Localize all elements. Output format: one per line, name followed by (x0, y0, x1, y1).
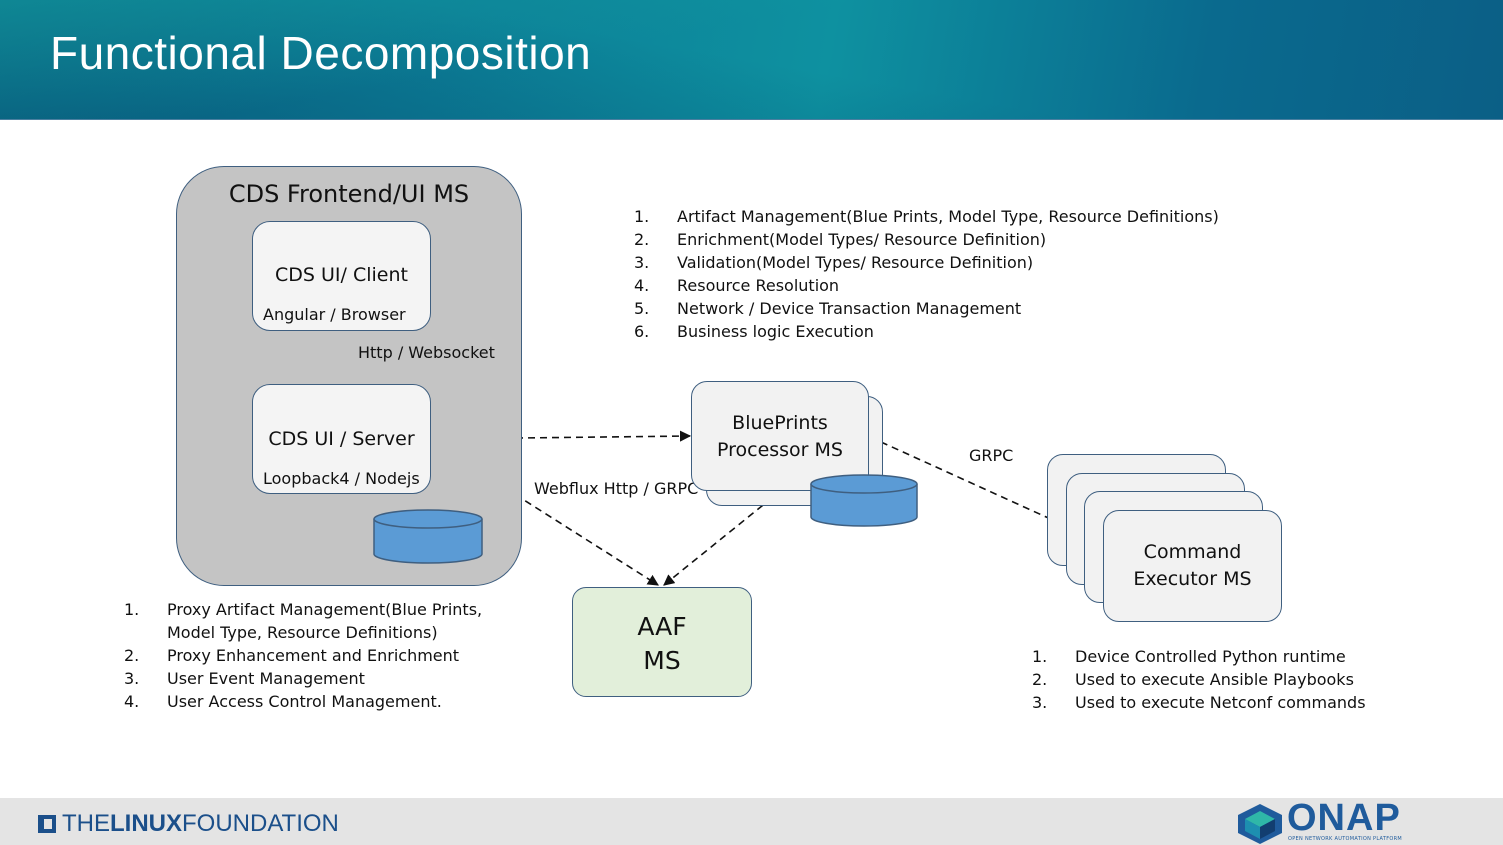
cds-ui-server-box: CDS UI / Server Loopback4 / Nodejs (252, 384, 431, 494)
cds-ui-client-box: CDS UI/ Client Angular / Browser (252, 221, 431, 331)
client-name: CDS UI/ Client (275, 264, 408, 286)
label-webflux-grpc: Webflux Http / GRPC (534, 479, 699, 498)
header-divider (0, 119, 1503, 120)
list-item: 3.Validation(Model Types/ Resource Defin… (634, 253, 1034, 272)
list-item: 4.User Access Control Management. (124, 692, 442, 711)
command-line2: Executor MS (1133, 568, 1252, 590)
onap-logo-subtitle: OPEN NETWORK AUTOMATION PLATFORM (1288, 836, 1403, 842)
list-item: 6.Business logic Execution (634, 322, 874, 341)
list-item: 3.User Event Management (124, 669, 365, 688)
blueprints-processor-box: BluePrints Processor MS (691, 381, 869, 491)
aaf-label: AAF MS (573, 610, 751, 678)
aaf-line2: MS (643, 646, 681, 675)
list-item: 1.Proxy Artifact Management(Blue Prints,… (124, 600, 483, 642)
list-item: 1.Artifact Management(Blue Prints, Model… (634, 207, 1219, 226)
list-item: 1.Device Controlled Python runtime (1032, 647, 1346, 666)
frontend-database-icon (373, 509, 483, 564)
linux-foundation-mark-icon (38, 815, 56, 833)
label-grpc: GRPC (969, 446, 1014, 465)
list-item: 2.Used to execute Ansible Playbooks (1032, 670, 1354, 689)
edge-server-aaf (433, 442, 659, 586)
server-tech: Loopback4 / Nodejs (263, 469, 420, 488)
frontend-functions-list: 1.Proxy Artifact Management(Blue Prints,… (124, 598, 482, 713)
command-executor-label: Command Executor MS (1104, 539, 1281, 593)
header-decoration (0, 0, 1503, 120)
command-functions-list: 1.Device Controlled Python runtime 2.Use… (1032, 645, 1366, 714)
list-item: 5.Network / Device Transaction Managemen… (634, 299, 1022, 318)
blueprints-line2: Processor MS (716, 439, 843, 461)
aaf-ms-box: AAF MS (572, 587, 752, 697)
list-item: 2.Enrichment(Model Types/ Resource Defin… (634, 230, 1047, 249)
header-banner (0, 0, 1503, 120)
command-line1: Command (1143, 541, 1242, 563)
command-executor-box: Command Executor MS (1103, 510, 1282, 622)
blueprint-functions-list: 1.Artifact Management(Blue Prints, Model… (634, 205, 1219, 343)
page-title: Functional Decomposition (50, 27, 592, 79)
blueprints-database-icon (810, 474, 918, 527)
list-item: 2.Proxy Enhancement and Enrichment (124, 646, 460, 665)
onap-cube-icon (1238, 804, 1282, 844)
label-http-websocket: Http / Websocket (358, 343, 495, 362)
list-item: 4.Resource Resolution (634, 276, 840, 295)
blueprints-processor-label: BluePrints Processor MS (692, 410, 868, 464)
frontend-title: CDS Frontend/UI MS (228, 180, 470, 208)
onap-logo-text: ONAP (1287, 797, 1401, 839)
list-item: 3.Used to execute Netconf commands (1032, 693, 1366, 712)
aaf-line1: AAF (637, 612, 687, 641)
blueprints-line1: BluePrints (732, 412, 828, 434)
client-tech: Angular / Browser (263, 305, 406, 324)
server-name: CDS UI / Server (268, 428, 415, 450)
edge-aaf-blueprints (663, 492, 779, 586)
